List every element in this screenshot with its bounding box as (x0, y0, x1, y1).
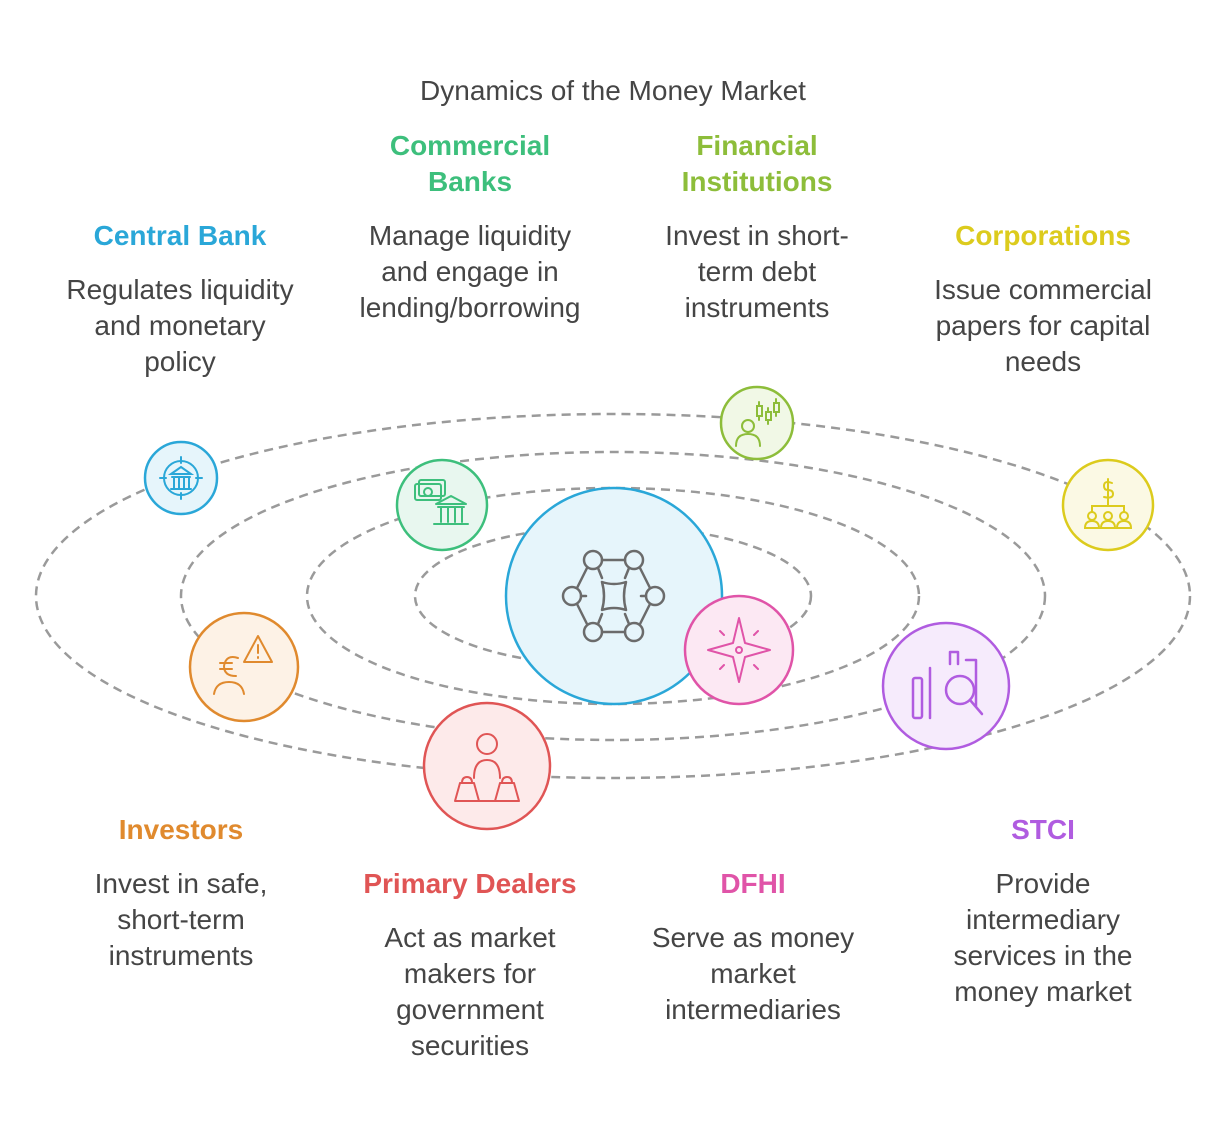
dfhi-circle (683, 594, 795, 706)
node-primary-dealers (422, 701, 552, 831)
orbit-second (305, 486, 921, 706)
label-investors: Investors Invest in safe, short-term ins… (40, 812, 322, 974)
diagram-title: Dynamics of the Money Market (420, 75, 806, 106)
corporations-heading: Corporations (955, 220, 1131, 251)
label-dfhi: DFHI Serve as money market intermediarie… (608, 866, 898, 1028)
primary-dealers-circle (422, 701, 552, 831)
label-commercial-banks: Commercial Banks Manage liquidity and en… (320, 128, 620, 326)
label-financial-institutions: Financial Institutions Invest in short- … (612, 128, 902, 326)
commercial-banks-heading: Commercial Banks (389, 130, 551, 197)
stci-description: Provide intermediary services in the mon… (953, 868, 1133, 1007)
node-investors (188, 611, 300, 723)
dollar-hierarchy-icon (1083, 478, 1133, 529)
dfhi-description: Serve as money market intermediaries (651, 922, 855, 1025)
bank-target-icon (159, 456, 203, 500)
central-bank-heading: Central Bank (93, 220, 267, 251)
center-circle (504, 486, 724, 706)
label-corporations: Corporations Issue commercial papers for… (895, 218, 1191, 380)
investors-description: Invest in safe, short-term instruments (94, 868, 268, 971)
financial-institutions-description: Invest in short- term debt instruments (665, 220, 849, 323)
orbit-third (179, 450, 1047, 742)
node-stci (881, 621, 1011, 751)
primary-dealers-heading: Primary Dealers (363, 868, 577, 899)
corporations-description: Issue commercial papers for capital need… (934, 274, 1152, 377)
euro-person-warning-icon (213, 635, 273, 695)
investor-candlestick-icon (735, 398, 780, 447)
network-hub-icon (561, 549, 666, 643)
center-hub (504, 486, 724, 706)
label-stci: STCI Provide intermediary services in th… (895, 812, 1191, 1010)
dfhi-heading: DFHI (720, 868, 786, 899)
primary-dealers-description: Act as market makers for government secu… (384, 922, 556, 1061)
orbit-outer (34, 412, 1192, 780)
label-primary-dealers: Primary Dealers Act as market makers for… (325, 866, 615, 1064)
financial-institutions-circle (719, 385, 795, 461)
node-financial-institutions (719, 385, 795, 461)
stci-heading: STCI (1011, 814, 1075, 845)
cash-bank-icon (414, 479, 469, 525)
node-dfhi (683, 594, 795, 706)
chart-magnifier-icon (911, 650, 984, 720)
financial-institutions-heading: Financial Institutions (681, 130, 833, 197)
person-bags-icon (454, 733, 520, 802)
investors-heading: Investors (118, 814, 244, 845)
compass-star-icon (707, 617, 771, 683)
node-corporations (1061, 458, 1155, 552)
node-commercial-banks (395, 458, 489, 552)
investors-circle (188, 611, 300, 723)
central-bank-description: Regulates liquidity and monetary policy (66, 274, 294, 377)
label-central-bank: Central Bank Regulates liquidity and mon… (40, 218, 320, 380)
commercial-banks-description: Manage liquidity and engage in lending/b… (359, 220, 581, 323)
node-central-bank (143, 440, 219, 516)
